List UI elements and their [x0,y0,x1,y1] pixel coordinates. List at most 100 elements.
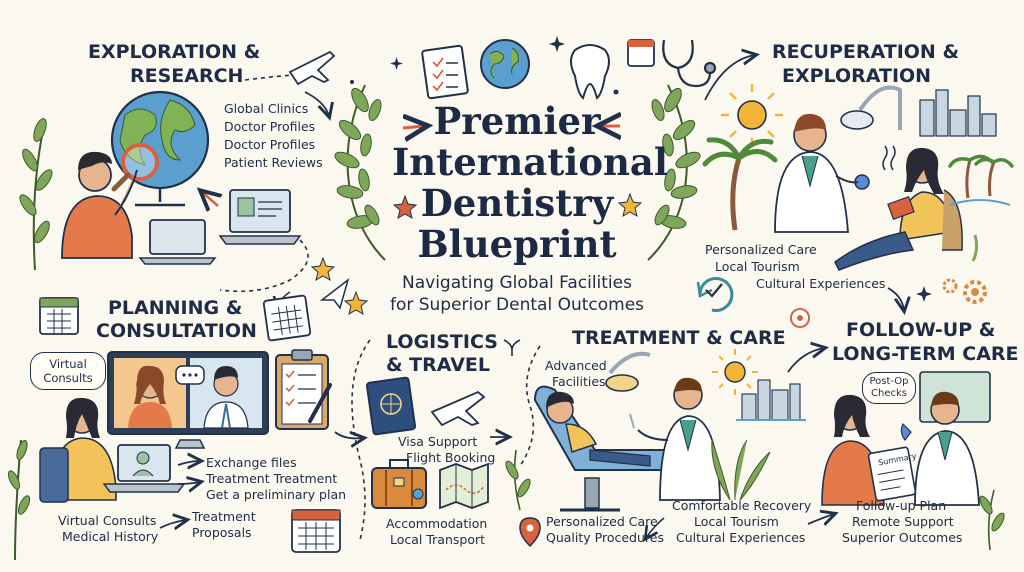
arrow-icon [704,55,755,101]
planning-heading-2: CONSULTATION [96,320,257,342]
passport-icon [365,376,417,436]
calendar-grid-icon [262,294,312,342]
chat-bubble-icon [175,365,205,385]
logistics-item: Local Transport [390,532,486,547]
post-op-checks-bubble: Post-Op Checks [862,372,916,404]
main-title-line-3: Dentistry [420,181,614,225]
planning-item: Proposals [192,525,252,540]
bubble-text: Checks [871,388,907,399]
plant-small-icon [7,439,31,561]
dental-patient-icon [546,391,651,467]
doctor-person-icon [774,113,870,233]
arrow-icon [202,192,218,206]
airplane-icon [430,390,486,427]
dental-lamp-icon [605,351,651,392]
laptop-doctor-icon [102,444,186,493]
city-skyline-icon [919,89,997,137]
gear-icon [942,278,987,304]
exploration-item: Global Clinics [224,101,309,116]
followup-heading-1: FOLLOW-UP & [846,319,996,341]
followup-doctor-icon [900,391,980,506]
logistics-heading-1: LOGISTICS [386,331,498,353]
arrow-icon [787,348,824,373]
plant-left-icon [19,118,53,271]
followup-item: Remote Support [852,514,954,529]
logistics-item: Accommodation [386,516,488,531]
arrow-icon [334,432,363,438]
recuperation-item: Personalized Care [705,242,817,257]
laurel-left-icon [334,84,386,261]
main-title-line-1: Premier [433,99,601,143]
planning-item: Virtual Consults [58,513,157,528]
sun-icon [721,84,783,146]
exploration-item: Doctor Profiles [224,137,316,152]
treatment-heading: TREATMENT & CARE [572,327,786,349]
palm-tree-small-icon [948,154,1014,206]
stethoscope-icon [662,39,717,88]
logistics-heading-2: & TRAVEL [386,354,490,376]
desk-calendar-icon [291,509,341,553]
suitcase-icon [371,459,427,509]
arrow-icon [887,287,904,310]
planning-item: Medical History [62,529,159,544]
exploration-item: Patient Reviews [224,155,323,170]
checklist-icon [421,44,469,100]
patient-person-icon [39,397,117,503]
laptop-profile-icon [218,189,302,245]
paper-plane-icon [319,278,350,310]
exploration-heading-1: EXPLORATION & [88,41,261,63]
arrow-right-icon [403,126,425,128]
followup-item: Follow-up Plan [856,498,947,513]
star-icon [617,192,643,218]
main-title-line-2: International [392,140,668,184]
recuperation-item: Local Tourism [715,259,800,274]
recuperation-heading-1: RECUPERATION & [772,41,960,63]
clipboard-checklist-icon [275,349,332,430]
airplane-icon [288,50,336,86]
map-icon [439,462,489,510]
palm-tree-icon [702,137,778,231]
main-title-line-4: Blueprint [417,222,617,266]
relaxing-woman-icon [834,147,963,271]
bubble-text: Consults [43,371,93,385]
laptop-icon [138,219,217,265]
logistics-item: Flight Booking [406,450,496,465]
magnifier-icon [111,143,159,192]
large-globe-icon [110,90,210,207]
followup-item: Superior Outcomes [842,530,963,545]
toggle-knob-icon [790,308,810,328]
location-pin-icon [519,517,541,548]
researcher-person-icon [61,151,138,259]
recuperation-heading-2: EXPLORATION [782,65,932,87]
subtitle-line-2: for Superior Dental Outcomes [389,295,645,315]
exploration-item: Doctor Profiles [224,119,316,134]
sparkle-icon [390,36,565,70]
steam-cup-icon [882,145,896,171]
summary-clipboard-icon [867,446,917,502]
planning-item: Exchange files [206,455,297,470]
treatment-item: Cultural Experiences [676,530,806,545]
sprout-icon [503,339,521,356]
treatment-label: Facilities [552,374,606,389]
planning-item: Get a preliminary plan [206,487,347,502]
treatment-item: Comfortable Recovery [672,498,812,513]
subtitle-line-1: Navigating Global Facilities [402,273,632,293]
calendar-icon [627,39,655,67]
followup-heading-2: LONG-TERM CARE [832,343,1019,365]
plant-right-icon [979,489,1005,551]
treatment-item: Quality Procedures [546,530,664,545]
globe-icon [480,39,530,89]
treatment-item: Local Tourism [694,514,779,529]
treatment-label: Advanced [545,358,607,373]
city-skyline-icon [736,379,806,421]
laurel-right-icon [647,84,701,261]
treatment-item: Personalized Care [546,514,658,529]
planning-heading-1: PLANNING & [108,297,243,319]
recuperation-item: Cultural Experiences [756,276,886,291]
sun-icon [712,349,758,395]
arrow-icon [304,91,329,116]
tooth-icon [570,44,610,100]
calendar-icon [39,297,79,335]
bubble-text: Post-Op [869,376,909,387]
